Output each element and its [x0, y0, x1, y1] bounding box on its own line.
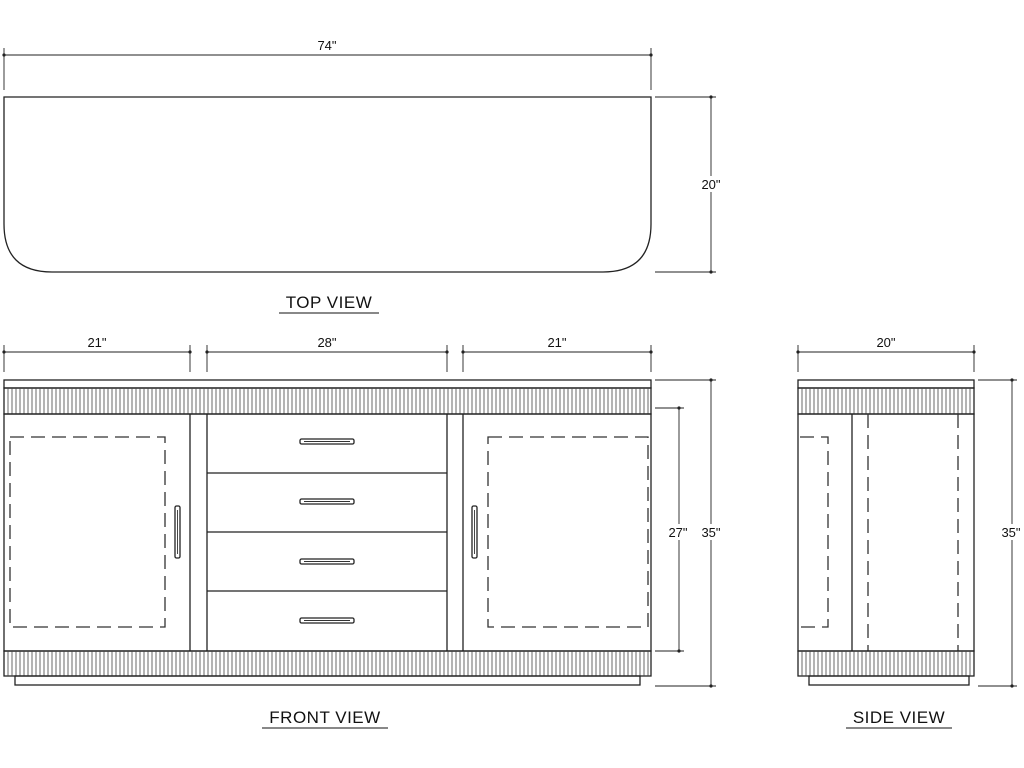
front-door-height-dimension: 27" [655, 406, 688, 653]
right-door-panel [487, 436, 649, 628]
drawer-handle [299, 558, 355, 565]
left-door-panel [9, 436, 166, 628]
side-width-label: 20" [876, 335, 895, 350]
front-bottom-flutes [7, 651, 649, 676]
top-view-title: TOP VIEW [279, 293, 379, 314]
side-view-drawing [797, 379, 975, 686]
right-door-handle [471, 505, 478, 559]
top-depth-label: 20" [701, 177, 720, 192]
side-height-label: 35" [1001, 525, 1020, 540]
side-top-flutes [801, 388, 971, 414]
front-height-label: 35" [701, 525, 720, 540]
top-depth-dimension: 20" [655, 95, 721, 274]
side-view-title: SIDE VIEW [846, 708, 952, 729]
front-top-flutes [7, 388, 649, 414]
drawer-handle [299, 438, 355, 445]
front-middle-dimension: 28" [205, 335, 449, 372]
side-width-dimension: 20" [796, 335, 976, 372]
drawer-handle [299, 617, 355, 624]
left-door-handle [174, 505, 181, 559]
front-right-dimension: 21" [461, 335, 653, 372]
side-view-label: SIDE VIEW [853, 708, 945, 727]
side-bottom-flutes [801, 651, 971, 676]
front-view-title: FRONT VIEW [262, 708, 388, 729]
front-left-dimension: 21" [2, 335, 192, 372]
front-view-label: FRONT VIEW [269, 708, 380, 727]
top-view-label: TOP VIEW [286, 293, 373, 312]
front-left-label: 21" [87, 335, 106, 350]
side-height-dimension: 35" [978, 378, 1021, 688]
front-view-drawing [3, 379, 652, 686]
front-right-label: 21" [547, 335, 566, 350]
top-width-label: 74" [317, 38, 336, 53]
top-view-drawing [3, 96, 652, 273]
front-height-dimension: 35" [655, 378, 721, 688]
drawer-handle [299, 498, 355, 505]
front-door-height-label: 27" [668, 525, 687, 540]
top-width-dimension: 74" [2, 38, 653, 90]
front-middle-label: 28" [317, 335, 336, 350]
